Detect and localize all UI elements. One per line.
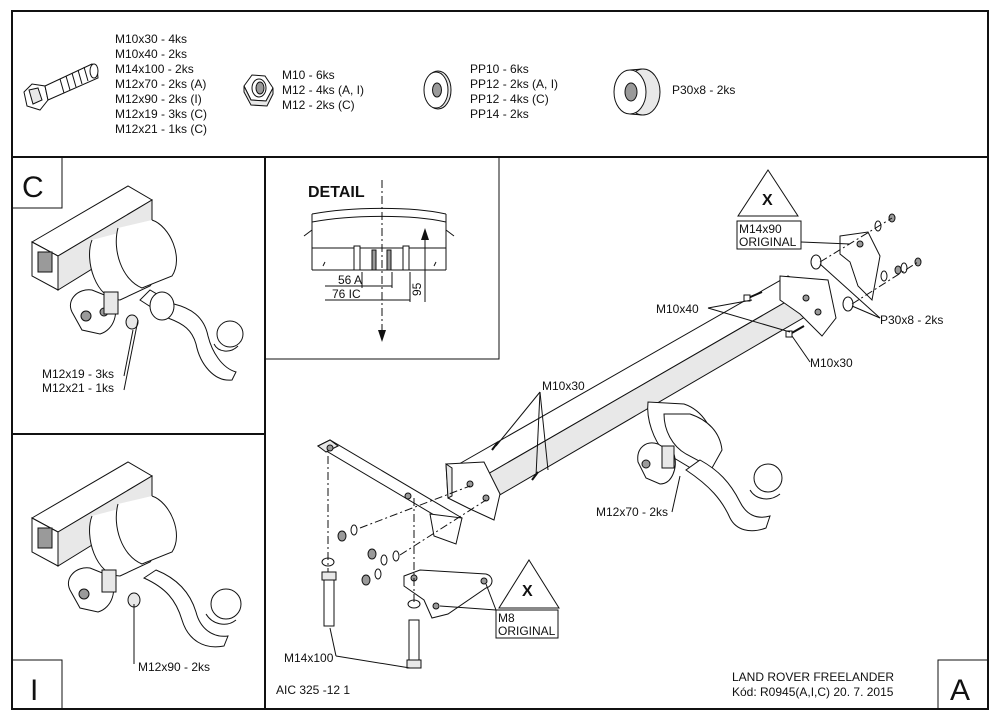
left-bracket bbox=[445, 461, 501, 521]
nuts-list: M10 - 6ks M12 - 4ks (A, I) M12 - 2ks (C) bbox=[282, 68, 364, 112]
detail-view: DETAIL 56 A 76 IC 95 bbox=[303, 180, 455, 342]
alignment-lines bbox=[327, 217, 919, 604]
main-assembly: A X X bbox=[284, 169, 970, 707]
callout-m14x100: M14x100 bbox=[284, 651, 334, 665]
nut-spec-2: M12 - 4ks (A, I) bbox=[282, 83, 364, 97]
bolt-spec-7: M12x21 - 1ks (C) bbox=[115, 122, 207, 136]
panel-c: C M12x19 - 3ks bbox=[22, 171, 244, 395]
title-block: AIC 325 -12 1 LAND ROVER FREELANDER Kód:… bbox=[276, 670, 894, 699]
callout-m8-original: ORIGINAL bbox=[498, 624, 556, 638]
bolt-spec-2: M10x40 - 2ks bbox=[115, 47, 187, 61]
panel-a-letter: A bbox=[950, 674, 970, 707]
nut-spec-3: M12 - 2ks (C) bbox=[282, 98, 355, 112]
nut-spec-1: M10 - 6ks bbox=[282, 68, 335, 82]
callout-m10x40: M10x40 bbox=[656, 302, 699, 316]
right-bracket bbox=[779, 231, 881, 337]
drawing-code: AIC 325 -12 1 bbox=[276, 683, 350, 697]
vehicle-name: LAND ROVER FREELANDER bbox=[732, 670, 894, 684]
callout-m10x30-top: M10x30 bbox=[542, 379, 585, 393]
bolt-icon bbox=[23, 63, 99, 111]
washer-spec-2: PP12 - 2ks (A, I) bbox=[470, 77, 558, 91]
hitch-arm bbox=[637, 401, 783, 532]
warning-triangle-bottom: X bbox=[498, 559, 560, 609]
callout-m14x90: M14x90 bbox=[739, 222, 782, 236]
detail-dim-height: 95 bbox=[410, 282, 424, 296]
callout-m8: M8 bbox=[498, 611, 515, 625]
detail-title: DETAIL bbox=[308, 184, 365, 201]
callout-m14x90-original: ORIGINAL bbox=[739, 235, 797, 249]
drawing-reference: Kód: R0945(A,I,C) 20. 7. 2015 bbox=[732, 685, 894, 699]
bolt-spec-1: M10x30 - 4ks bbox=[115, 32, 187, 46]
m8-bracket bbox=[403, 569, 493, 619]
bolts-list: M10x30 - 4ks M10x40 - 2ks M14x100 - 2ks … bbox=[115, 32, 207, 136]
bolt-spec-4: M12x70 - 2ks (A) bbox=[115, 77, 206, 91]
nut-icon bbox=[243, 74, 274, 107]
panel-c-letter: C bbox=[22, 171, 44, 204]
parts-list: M10x30 - 4ks M10x40 - 2ks M14x100 - 2ks … bbox=[23, 32, 735, 136]
panel-c-label-2: M12x21 - 1ks bbox=[42, 381, 114, 395]
panel-c-label-1: M12x19 - 3ks bbox=[42, 367, 114, 381]
panel-i-letter: I bbox=[30, 674, 38, 707]
bolt-spec-5: M12x90 - 2ks (I) bbox=[115, 92, 202, 106]
washer-icon bbox=[423, 70, 452, 110]
panel-i: I M12x90 - 2ks bbox=[30, 461, 242, 707]
detail-dim-a: 56 A bbox=[338, 273, 362, 287]
detail-dim-ic: 76 IC bbox=[332, 287, 361, 301]
spacer-icon bbox=[613, 68, 661, 116]
panel-c-hitch-drawing bbox=[30, 185, 244, 381]
washer-spec-4: PP14 - 2ks bbox=[470, 107, 529, 121]
washer-spec-3: PP12 - 4ks (C) bbox=[470, 92, 549, 106]
callouts: M14x90 ORIGINAL M10x40 P30x8 - 2ks M10x3… bbox=[284, 220, 943, 669]
hardware bbox=[321, 213, 922, 669]
bolt-spec-3: M14x100 - 2ks bbox=[115, 62, 194, 76]
washer-spec-1: PP10 - 6ks bbox=[470, 62, 529, 76]
panel-i-hitch-drawing bbox=[30, 461, 242, 648]
callout-m12x70: M12x70 - 2ks bbox=[596, 505, 668, 519]
panel-c-leaders bbox=[123, 319, 139, 391]
drawing-frames bbox=[11, 10, 989, 710]
washers-list: PP10 - 6ks PP12 - 2ks (A, I) PP12 - 4ks … bbox=[470, 62, 558, 121]
left-support-bar bbox=[316, 439, 463, 545]
spacer-spec: P30x8 - 2ks bbox=[672, 83, 735, 97]
warning-mark-top: X bbox=[762, 192, 773, 209]
warning-triangle-top: X bbox=[737, 169, 799, 217]
callout-m10x30-right: M10x30 bbox=[810, 356, 853, 370]
callout-p30x8: P30x8 - 2ks bbox=[880, 313, 943, 327]
panel-i-label: M12x90 - 2ks bbox=[138, 660, 210, 674]
warning-mark-bottom: X bbox=[522, 583, 533, 600]
bolt-spec-6: M12x19 - 3ks (C) bbox=[115, 107, 207, 121]
